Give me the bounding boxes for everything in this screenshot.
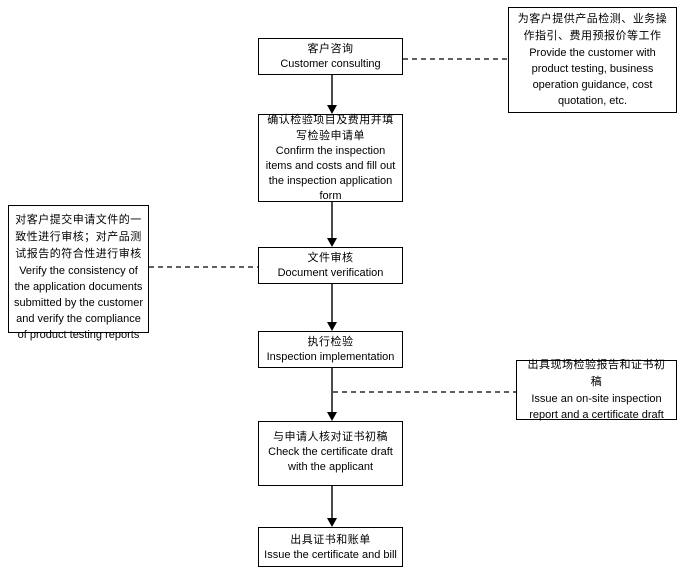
node-verify-consistency-en: Verify the consistency of the applicatio…: [14, 265, 144, 341]
node-verify-consistency: 对客户提交申请文件的一致性进行审核；对产品测试报告的符合性进行审核 Verify…: [8, 205, 149, 341]
node-issue-onsite-report: 出具现场检验报告和证书初稿 Issue an on-site inspectio…: [516, 359, 677, 421]
node-check-certificate-draft-zh: 与申请人核对证书初稿: [273, 431, 388, 443]
node-issue-onsite-report-zh: 出具现场检验报告和证书初稿: [527, 359, 666, 388]
node-check-certificate-draft: 与申请人核对证书初稿 Check the certificate draft w…: [258, 421, 403, 486]
node-issue-certificate-bill-en: Issue the certificate and bill: [264, 548, 397, 561]
node-issue-certificate-bill: 出具证书和账单 Issue the certificate and bill: [258, 527, 403, 567]
node-confirm-items: 确认检验项目及费用并填写检验申请单 Confirm the inspection…: [258, 114, 403, 202]
node-inspection-implementation: 执行检验 Inspection implementation: [258, 331, 403, 368]
node-inspection-implementation-en: Inspection implementation: [266, 351, 395, 363]
arrowhead-check-to-issue: [327, 518, 337, 527]
arrowhead-confirm-to-verification: [327, 238, 337, 247]
node-document-verification-en: Document verification: [277, 267, 384, 279]
node-confirm-items-en: Confirm the inspection items and costs a…: [265, 145, 396, 202]
arrowhead-implementation-to-check: [327, 412, 337, 421]
arrowhead-consulting-to-confirm: [327, 105, 337, 114]
node-inspection-implementation-zh: 执行检验: [307, 336, 354, 348]
node-document-verification-zh: 文件审核: [307, 252, 354, 264]
node-customer-consulting-zh: 客户咨询: [307, 43, 354, 55]
node-provide-customer-services-en: Provide the customer with product testin…: [529, 47, 656, 107]
node-customer-consulting-en: Customer consulting: [280, 58, 381, 70]
node-verify-consistency-zh: 对客户提交申请文件的一致性进行审核；对产品测试报告的符合性进行审核: [15, 214, 142, 260]
node-provide-customer-services: 为客户提供产品检测、业务操作指引、费用预报价等工作 Provide the cu…: [508, 7, 677, 113]
node-confirm-items-zh: 确认检验项目及费用并填写检验申请单: [267, 114, 394, 142]
node-document-verification: 文件审核 Document verification: [258, 247, 403, 284]
node-check-certificate-draft-en: Check the certificate draft with the app…: [268, 446, 393, 473]
node-issue-certificate-bill-zh: 出具证书和账单: [290, 533, 371, 546]
arrowhead-verification-to-implementation: [327, 322, 337, 331]
node-issue-onsite-report-en: Issue an on-site inspection report and a…: [529, 393, 664, 421]
node-customer-consulting: 客户咨询 Customer consulting: [258, 38, 403, 75]
node-provide-customer-services-zh: 为客户提供产品检测、业务操作指引、费用预报价等工作: [517, 13, 668, 42]
